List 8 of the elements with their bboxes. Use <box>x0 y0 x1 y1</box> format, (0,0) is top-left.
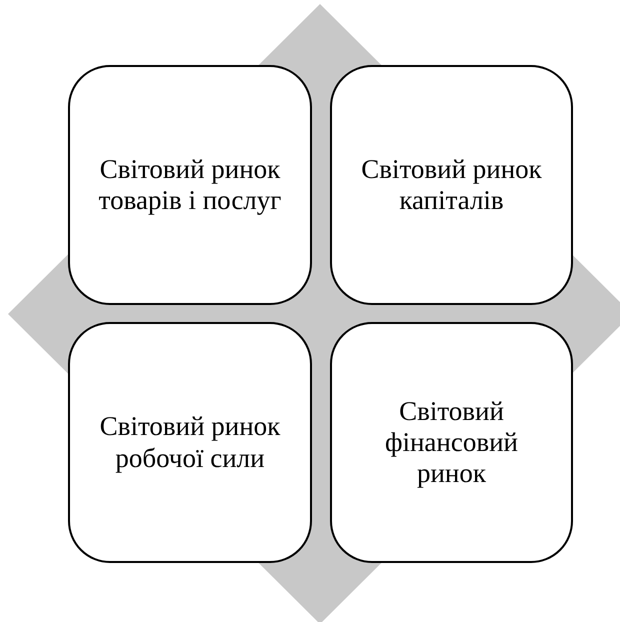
market-box <box>330 65 573 305</box>
market-label: Світовий ринок товарів і послуг <box>98 154 282 216</box>
market-label: Світовий фінансовий ринок <box>384 396 519 490</box>
market-box <box>330 322 573 563</box>
market-label: Світовий ринок капіталів <box>360 154 543 216</box>
market-box <box>68 322 312 563</box>
market-box <box>68 65 312 305</box>
market-label: Світовий ринок робочої сили <box>98 411 282 474</box>
